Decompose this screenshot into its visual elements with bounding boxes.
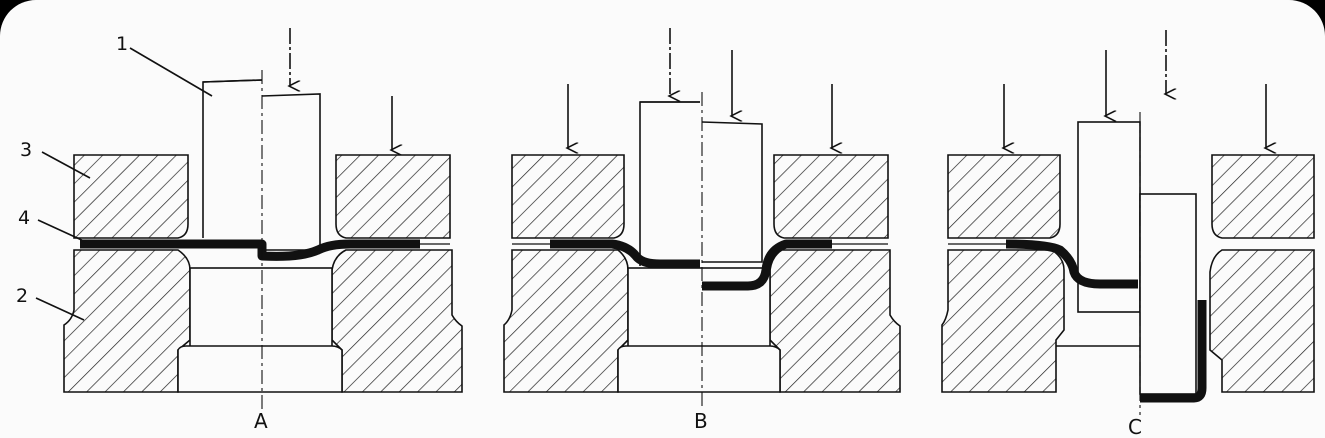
- leader-3: [41, 151, 91, 179]
- stage-c-die-left: [941, 249, 1065, 393]
- stage-b-die-right: [769, 249, 901, 393]
- stage-b-ejector: [627, 267, 771, 349]
- stage-a-die-right: [331, 249, 463, 393]
- stage-c-sheet-left: [1005, 239, 1138, 289]
- leader-2: [35, 297, 85, 321]
- stage-a-sheet: [80, 239, 420, 261]
- stage-b-punch-left: [639, 101, 700, 266]
- part-label-3: 3: [20, 139, 32, 161]
- part-label-1: 1: [116, 33, 128, 55]
- stage-b-ejector-base: [617, 345, 781, 393]
- stage-b-sheet-right: [702, 239, 832, 291]
- stage-a-ejector: [189, 267, 333, 349]
- stage-a-upper-block-left: [73, 154, 189, 239]
- stage-c-drawing: [941, 30, 1315, 415]
- stage-label-a: A: [254, 409, 268, 433]
- stage-a-punch-right: [261, 93, 321, 251]
- stage-a-ejector-base: [177, 345, 343, 393]
- stage-c-ejector: [1139, 193, 1197, 395]
- stage-a-drawing: [35, 28, 463, 410]
- stage-c-sheet-right: [1140, 300, 1207, 403]
- stage-b-upper-block-left: [511, 154, 625, 239]
- stage-c-die-right: [1209, 249, 1315, 393]
- part-label-2: 2: [16, 285, 28, 307]
- stage-a-upper-block-right: [335, 154, 451, 239]
- leader-1: [129, 47, 213, 97]
- stage-label-c: C: [1128, 415, 1142, 438]
- stage-a-punch-left: [202, 79, 263, 238]
- stage-b-sheet-left: [550, 239, 700, 269]
- stage-label-b: B: [694, 409, 708, 433]
- stage-b-punch-right: [701, 121, 763, 263]
- part-label-4: 4: [18, 207, 30, 229]
- leader-4: [37, 219, 87, 243]
- stage-b-die-left: [503, 249, 629, 393]
- stage-b-drawing: [503, 28, 901, 410]
- stage-c-upper-block-left: [947, 154, 1061, 239]
- stage-b-upper-block-right: [773, 154, 889, 239]
- stage-a-die-left: [63, 249, 191, 393]
- stage-c-upper-block-right: [1211, 154, 1315, 239]
